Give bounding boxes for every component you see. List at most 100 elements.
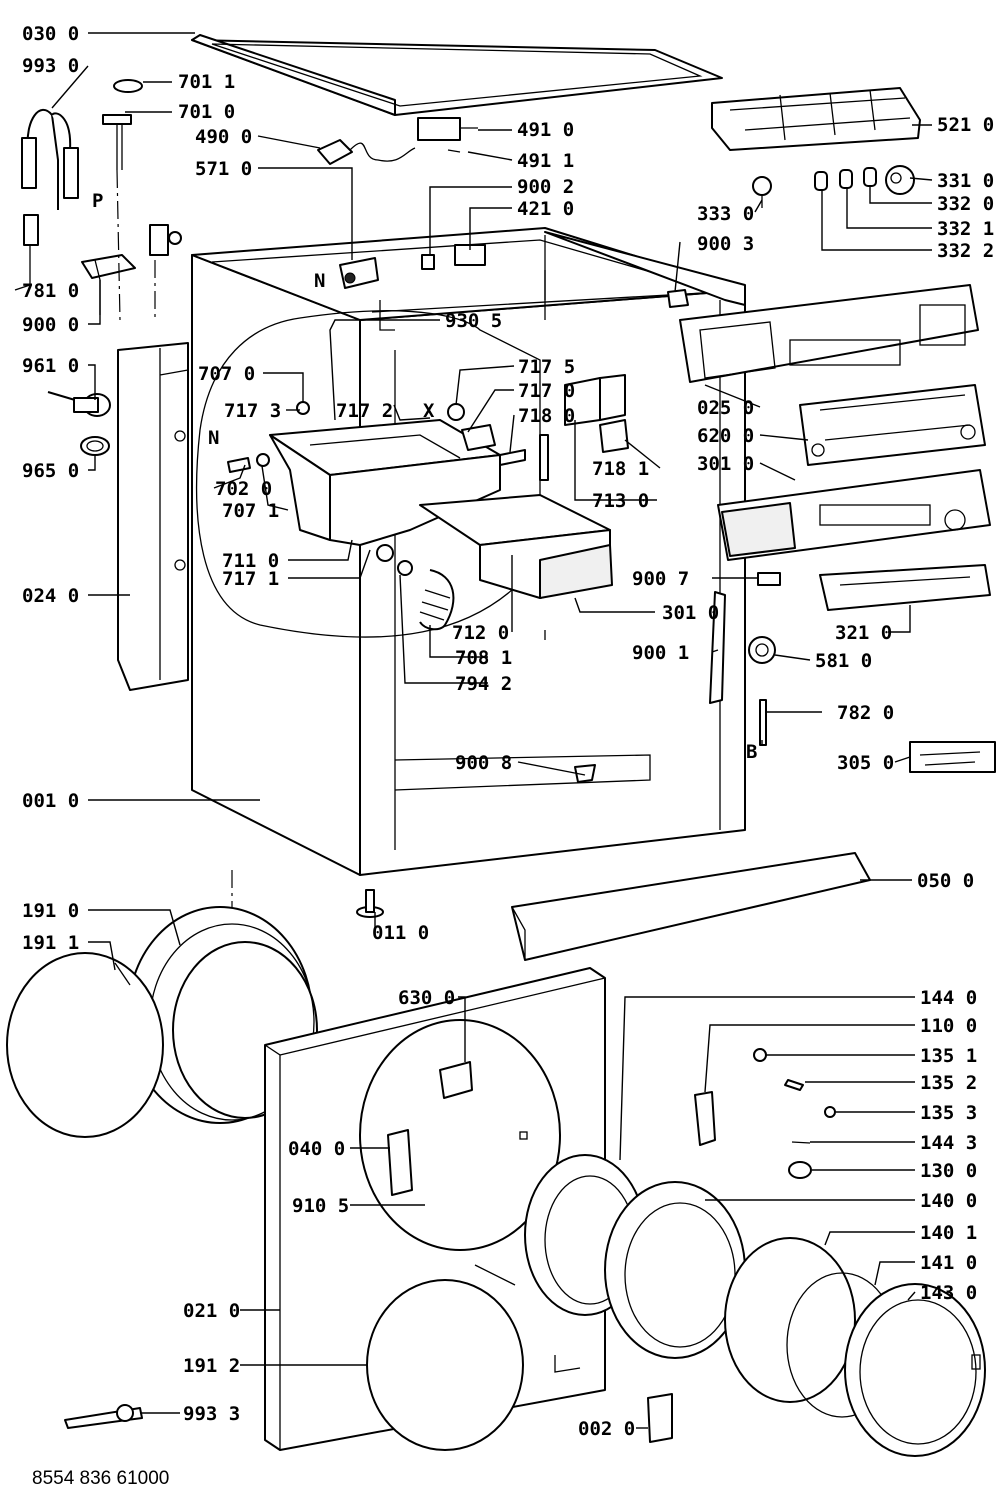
part-label: 333 0 [697, 203, 754, 225]
pressure-switch-581-drawing [748, 636, 776, 664]
handle-110-drawing [694, 1091, 716, 1146]
rod-782-drawing [759, 699, 767, 746]
part-label: 011 0 [372, 922, 429, 944]
part-label: 900 3 [697, 233, 754, 255]
part-labels: 030 0 993 0 701 1 701 0 490 0 491 0 491 … [22, 23, 994, 1440]
part-label: 421 0 [517, 198, 574, 220]
part-label: 135 3 [920, 1102, 977, 1124]
part-label: 910 5 [292, 1195, 349, 1217]
part-label: 630 0 [398, 987, 455, 1009]
part-label: 021 0 [183, 1300, 240, 1322]
part-label: 191 0 [22, 900, 79, 922]
valve-571-drawing [339, 257, 379, 289]
part-label: 144 0 [920, 987, 977, 1009]
part-label: 930 5 [445, 310, 502, 332]
label-305-drawing [909, 741, 996, 773]
part-label: 581 0 [815, 650, 872, 672]
cover-002-drawing [647, 1393, 673, 1443]
part-label: 961 0 [22, 355, 79, 377]
knob-331-drawing [885, 165, 915, 195]
part-label: 130 0 [920, 1160, 977, 1182]
part-label: 140 1 [920, 1222, 977, 1244]
small-parts-dispenser-drawing [227, 374, 629, 481]
knob-332-drawing [814, 167, 877, 191]
part-label: 993 0 [22, 55, 79, 77]
part-label: 135 1 [920, 1045, 977, 1067]
part-label: 141 0 [920, 1252, 977, 1274]
part-label: 491 0 [517, 119, 574, 141]
part-label: 712 0 [452, 622, 509, 644]
part-label: 191 2 [183, 1355, 240, 1377]
part-label: 191 1 [22, 932, 79, 954]
detail-outline [196, 310, 541, 638]
part-label: 140 0 [920, 1190, 977, 1212]
part-label: 490 0 [195, 126, 252, 148]
marker-letter: N [208, 427, 219, 449]
part-label: 521 0 [937, 114, 994, 136]
front-panel-021-drawing [264, 967, 606, 1451]
part-label: 040 0 [288, 1138, 345, 1160]
leader-lines [14, 32, 933, 1429]
knob-961-drawing [47, 391, 111, 417]
part-label: 717 2 [336, 400, 393, 422]
part-label: 794 2 [455, 673, 512, 695]
door-glass-140-drawing [604, 1181, 746, 1359]
part-label: 900 0 [22, 314, 79, 336]
part-label: 707 0 [198, 363, 255, 385]
top-cover-drawing [191, 34, 723, 116]
part-label: 900 8 [455, 752, 512, 774]
part-label: 713 0 [592, 490, 649, 512]
part-label: 717 3 [224, 400, 281, 422]
knob-333-drawing [752, 176, 772, 208]
panel-620-drawing [799, 384, 986, 466]
panel-025-drawing [679, 284, 979, 383]
programmer-521-drawing [711, 87, 921, 151]
part-label: 321 0 [835, 622, 892, 644]
hose-993-drawing [21, 108, 79, 285]
part-label: 965 0 [22, 460, 79, 482]
part-label: 782 0 [837, 702, 894, 724]
part-label: 711 0 [222, 550, 279, 572]
marker-letter: N [314, 270, 325, 292]
part-label: 620 0 [697, 425, 754, 447]
document-number: 8554 836 61000 [32, 1468, 170, 1489]
bracket-900-1-drawing [709, 591, 726, 704]
part-label: 717 5 [518, 356, 575, 378]
part-label: 701 1 [178, 71, 235, 93]
clip-900-7-drawing [757, 572, 781, 586]
part-label: 305 0 [837, 752, 894, 774]
part-label: 571 0 [195, 158, 252, 180]
tool-993-3-drawing [64, 1404, 143, 1429]
part-label: 110 0 [920, 1015, 977, 1037]
part-label: 143 0 [920, 1282, 977, 1304]
valve-bracket-drawing [149, 224, 182, 320]
part-label: 701 0 [178, 101, 235, 123]
part-label: 332 0 [937, 193, 994, 215]
part-label: 050 0 [917, 870, 974, 892]
part-label: 144 3 [920, 1132, 977, 1154]
part-label: 301 0 [697, 453, 754, 475]
part-label: 332 1 [937, 218, 994, 240]
door-glass-191-1-drawing [6, 952, 164, 1138]
filter-491-drawing [417, 117, 478, 153]
part-label: 702 0 [215, 478, 272, 500]
part-label: 900 2 [517, 176, 574, 198]
part-label: 332 2 [937, 240, 994, 262]
part-label: 717 1 [222, 568, 279, 590]
pipe-701-drawing [102, 79, 143, 321]
marker-letter: B [746, 741, 757, 763]
part-label: 301 0 [662, 602, 719, 624]
door-outer-143-drawing [844, 1283, 986, 1457]
part-label: 717 0 [518, 380, 575, 402]
foot-011-drawing [356, 889, 384, 918]
clip-900-0-drawing [81, 254, 136, 315]
part-label: 718 0 [518, 405, 575, 427]
marker-letters: P N X N B [92, 190, 757, 763]
part-label: 718 1 [592, 458, 649, 480]
part-label: 002 0 [578, 1418, 635, 1440]
part-label: 900 7 [632, 568, 689, 590]
panel-301-drawing [717, 469, 991, 561]
part-label: 708 1 [455, 647, 512, 669]
